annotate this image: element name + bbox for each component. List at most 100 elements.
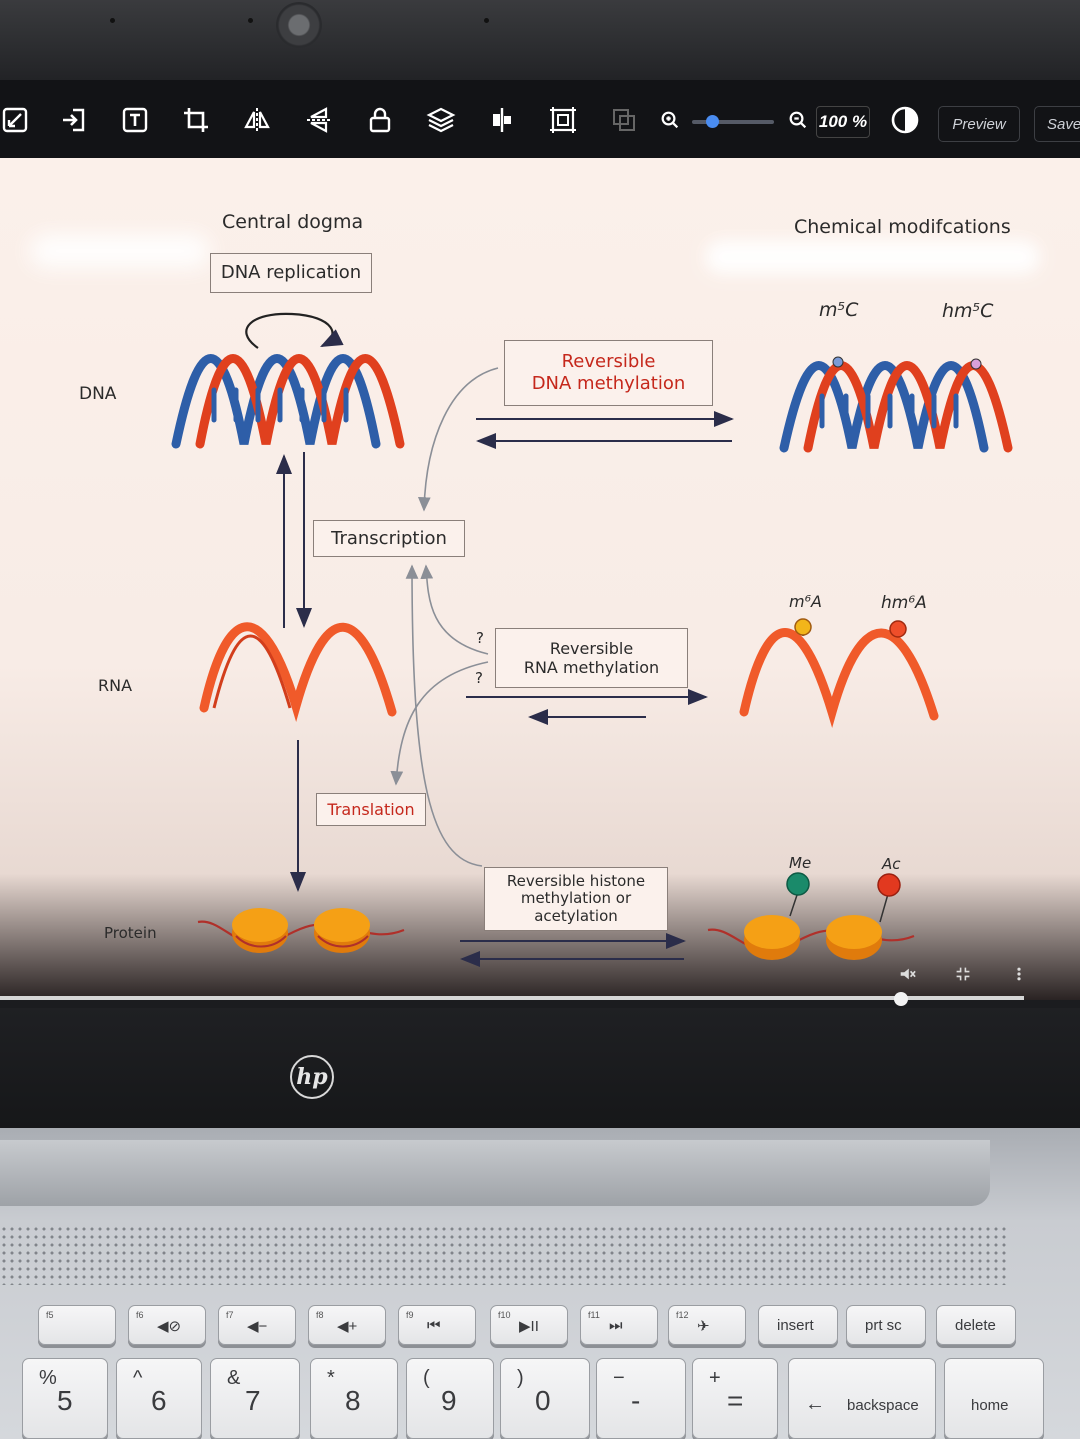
key-label: ⏭ xyxy=(609,1317,623,1334)
keyboard-key[interactable]: &7 xyxy=(210,1358,300,1439)
fit-frame-icon[interactable] xyxy=(542,99,584,141)
function-key[interactable]: f8◀+ xyxy=(308,1305,386,1345)
preview-button[interactable]: Preview xyxy=(938,106,1020,142)
save-button[interactable]: Save xyxy=(1034,106,1080,142)
key-fn-label: f12 xyxy=(676,1310,689,1320)
import-icon[interactable] xyxy=(53,99,95,141)
key-label: prt sc xyxy=(865,1317,902,1334)
zoom-slider-handle[interactable] xyxy=(706,115,719,128)
zoom-slider[interactable] xyxy=(692,120,774,124)
key-label: 8 xyxy=(345,1385,361,1416)
epigenetics-diagram xyxy=(171,312,1013,967)
rna-methylation-to-translation-connector xyxy=(390,661,489,786)
key-shift-label: ^ xyxy=(133,1367,143,1389)
key-fn-label: f5 xyxy=(46,1310,54,1320)
zoom-in-icon[interactable] xyxy=(658,99,682,141)
resize-icon[interactable] xyxy=(603,99,645,141)
key-label: insert xyxy=(777,1317,814,1334)
keyboard-key[interactable]: )0 xyxy=(500,1358,590,1439)
bezel-sensor xyxy=(484,18,489,23)
central-dogma-heading: Central dogma xyxy=(222,211,364,233)
zoom-percentage-input[interactable]: 100 % xyxy=(816,106,870,138)
function-key[interactable]: delete xyxy=(936,1305,1016,1345)
dna-replication-box: DNA replication xyxy=(210,253,372,293)
histone-to-transcription-connector xyxy=(405,564,483,867)
rna-methylation-connector xyxy=(420,564,489,655)
key-fn-label: f7 xyxy=(226,1310,234,1320)
lock-icon[interactable] xyxy=(359,99,401,141)
flip-horizontal-icon[interactable] xyxy=(236,99,278,141)
methyl-group-marker xyxy=(832,356,844,368)
key-shift-label: ) xyxy=(517,1367,524,1389)
keyboard-key[interactable]: %5 xyxy=(22,1358,108,1439)
rna-row-label: RNA xyxy=(98,676,133,695)
function-key[interactable]: f5 xyxy=(38,1305,116,1345)
translation-box: Translation xyxy=(316,793,426,826)
crop-icon[interactable] xyxy=(175,99,217,141)
transcription-box: Transcription xyxy=(313,520,465,557)
key-label: 5 xyxy=(57,1385,73,1416)
function-key[interactable]: f9 ⏮ xyxy=(398,1305,476,1345)
key-shift-label: % xyxy=(39,1367,57,1389)
keyboard-key[interactable]: ^6 xyxy=(116,1358,202,1439)
align-icon[interactable] xyxy=(481,99,523,141)
key-label: 0 xyxy=(535,1385,551,1416)
speaker-grille xyxy=(0,1225,1010,1285)
key-label: ▶II xyxy=(519,1318,539,1335)
key-fn-label: f9 xyxy=(406,1310,414,1320)
function-key[interactable]: f6◀⊘ xyxy=(128,1305,206,1345)
function-key[interactable]: f12✈ xyxy=(668,1305,746,1345)
screen-bezel-top xyxy=(0,0,1080,80)
function-key[interactable]: insert xyxy=(758,1305,838,1345)
modified-nucleosome-chromatin xyxy=(707,891,915,960)
more-options-icon[interactable] xyxy=(1009,964,1029,984)
key-shift-label: * xyxy=(327,1367,335,1389)
reversible-histone-modification-box: Reversible histone methylation or acetyl… xyxy=(484,867,668,931)
contrast-icon[interactable] xyxy=(884,99,926,141)
screen-glare xyxy=(30,234,210,268)
zoom-out-icon[interactable] xyxy=(786,99,810,141)
key-label: home xyxy=(971,1397,1009,1414)
expand-icon[interactable] xyxy=(0,99,36,141)
reversible-dna-methylation-box: Reversible DNA methylation xyxy=(504,340,713,406)
layers-icon[interactable] xyxy=(420,99,462,141)
video-progress-bar[interactable] xyxy=(0,996,1024,1000)
unknown-link-marker: ? xyxy=(476,629,484,647)
text-icon[interactable] xyxy=(114,99,156,141)
methyl-label: Me xyxy=(789,854,812,872)
keyboard-key[interactable]: *8 xyxy=(310,1358,398,1439)
acetyl-label: Ac xyxy=(882,855,901,873)
reversible-rna-methylation-box: Reversible RNA methylation xyxy=(495,628,688,688)
function-key[interactable]: f11⏭ xyxy=(580,1305,658,1345)
dna-methylation-to-transcription-connector xyxy=(417,367,499,512)
keyboard-key[interactable]: += xyxy=(692,1358,778,1439)
screen-bezel-bottom xyxy=(0,1008,1080,1128)
chemical-modifications-heading: Chemical modifcations xyxy=(794,216,1011,238)
key-fn-label: f8 xyxy=(316,1310,324,1320)
keyboard-key[interactable]: home xyxy=(944,1358,1044,1439)
key-label: 9 xyxy=(441,1385,457,1416)
webcam-icon xyxy=(276,2,322,48)
box-line: methylation or xyxy=(520,889,632,908)
function-key[interactable]: prt sc xyxy=(846,1305,926,1345)
editor-canvas xyxy=(0,158,1080,1000)
dna-row-label: DNA xyxy=(79,384,117,404)
mute-icon[interactable] xyxy=(897,964,917,984)
screen-glare xyxy=(705,240,1040,274)
flip-vertical-icon[interactable] xyxy=(298,99,340,141)
box-line: DNA methylation xyxy=(531,373,686,394)
key-label: ⏮ xyxy=(427,1317,441,1334)
key-label: delete xyxy=(955,1317,996,1334)
unknown-link-marker: ? xyxy=(475,669,483,687)
exit-fullscreen-icon[interactable] xyxy=(953,964,973,984)
hydroxymethyl-group-marker xyxy=(970,358,982,370)
video-progress-handle[interactable] xyxy=(894,992,908,1006)
methylated-dna-helix xyxy=(779,359,1013,453)
function-key[interactable]: f7◀− xyxy=(218,1305,296,1345)
key-label: = xyxy=(727,1385,744,1416)
box-line: RNA methylation xyxy=(523,658,660,677)
keyboard-key[interactable]: (9 xyxy=(406,1358,494,1439)
keyboard-key[interactable]: −- xyxy=(596,1358,686,1439)
keyboard-key[interactable]: ←backspace xyxy=(788,1358,936,1439)
function-key[interactable]: f10▶II xyxy=(490,1305,568,1345)
